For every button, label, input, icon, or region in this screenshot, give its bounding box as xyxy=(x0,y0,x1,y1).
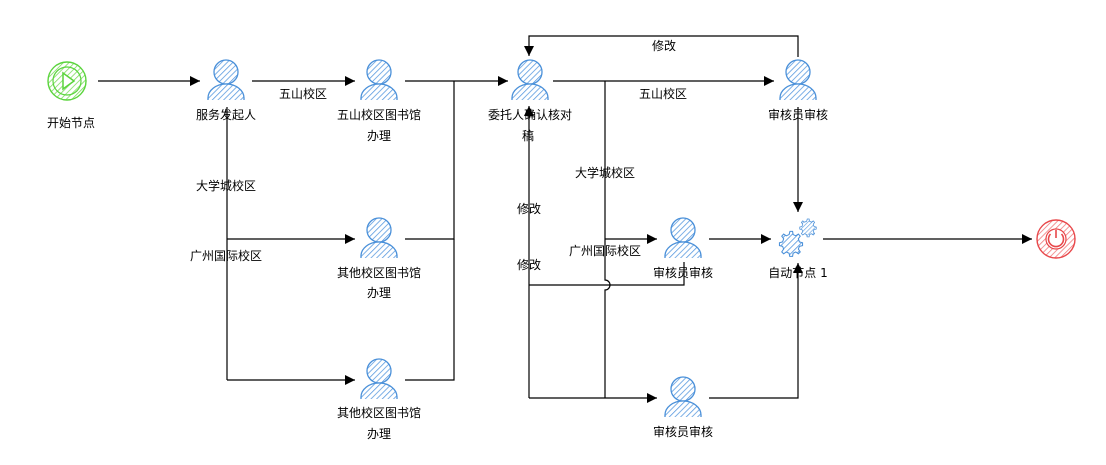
other-lib-1-label-line1: 其他校区图书馆 xyxy=(336,266,422,280)
edge-other-lib-2-merge[interactable] xyxy=(405,239,455,381)
edge-label-guangzhou-intl-1: 广州国际校区 xyxy=(190,249,263,263)
start-label: 开始节点 xyxy=(46,116,96,130)
user-icon[interactable] xyxy=(206,59,246,105)
edge-label-modify-1: 修改 xyxy=(517,202,542,216)
edge-label-wushan-2: 五山校区 xyxy=(639,87,688,101)
reviewer-top-label: 审核员审核 xyxy=(767,108,829,122)
initiator-label: 服务发起人 xyxy=(195,108,257,122)
edge-reviewer-bottom-to-auto[interactable] xyxy=(709,263,803,399)
edge-other-lib-1-merge[interactable] xyxy=(405,81,455,240)
edge-label-modify-top: 修改 xyxy=(652,39,677,53)
edge-label-university-city-2: 大学城校区 xyxy=(575,166,636,180)
reviewer-bottom-label: 审核员审核 xyxy=(652,425,714,439)
edge-reviewer-top-modify[interactable] xyxy=(524,35,799,57)
user-icon[interactable] xyxy=(510,59,550,105)
end-event[interactable] xyxy=(1036,219,1076,259)
edge-label-guangzhou-intl-2: 广州国际校区 xyxy=(569,244,642,258)
power-icon xyxy=(1047,233,1065,248)
gears-icon[interactable] xyxy=(778,218,817,257)
other-lib-2-label-line1: 其他校区图书馆 xyxy=(336,406,422,420)
user-icon[interactable] xyxy=(359,358,399,404)
edges xyxy=(98,35,1032,403)
edge-label-wushan-1: 五山校区 xyxy=(279,87,328,101)
edge-label-university-city-1: 大学城校区 xyxy=(196,179,257,193)
wushan-lib-label-line2: 办理 xyxy=(366,129,392,143)
edge-label-modify-2: 修改 xyxy=(517,258,542,272)
other-lib-2-label-line2: 办理 xyxy=(366,427,392,441)
wushan-lib-label-line1: 五山校区图书馆 xyxy=(336,108,422,122)
edge-reviewer-mid-modify[interactable] xyxy=(529,262,685,286)
user-icon[interactable] xyxy=(359,217,399,263)
confirm-label-line2: 稿 xyxy=(521,129,535,143)
user-icon[interactable] xyxy=(663,376,703,422)
start-event[interactable] xyxy=(47,61,87,101)
play-icon xyxy=(62,71,76,91)
user-icon[interactable] xyxy=(359,59,399,105)
user-icon[interactable] xyxy=(778,59,818,105)
other-lib-1-label-line2: 办理 xyxy=(366,286,392,300)
auto-node-label: 自动节点 1 xyxy=(768,266,828,280)
reviewer-mid-label: 审核员审核 xyxy=(652,266,714,280)
confirm-label-line1: 委托人确认核对 xyxy=(487,108,573,122)
user-icon[interactable] xyxy=(663,217,703,263)
